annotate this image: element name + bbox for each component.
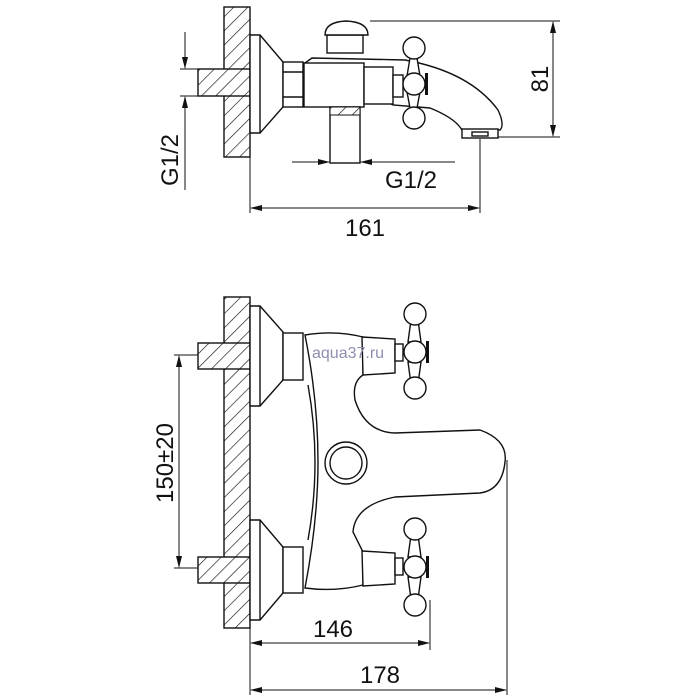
mixer-body <box>304 332 506 591</box>
dimension-g12-inlet-label: G1/2 <box>157 134 184 186</box>
side-view: 81 G1/2 G1/2 161 <box>157 6 560 242</box>
lower-valve <box>361 517 429 617</box>
diverter-stem <box>326 34 364 54</box>
inlet-pipe <box>197 68 251 97</box>
front-view: aqua37.ru 150±20 146 178 <box>152 296 508 695</box>
wall-flange <box>249 34 284 134</box>
dimension-81: 81 <box>370 20 560 138</box>
upper-valve <box>361 302 429 400</box>
dimension-g12-outlet: G1/2 <box>292 159 455 194</box>
outlet-pipe <box>329 106 361 164</box>
dimension-150-label: 150±20 <box>152 423 179 503</box>
dimension-146: 146 <box>249 600 431 695</box>
dimension-146-label: 146 <box>313 616 353 643</box>
dimension-178-label: 178 <box>360 662 400 689</box>
dimension-g12-inlet: G1/2 <box>157 32 198 190</box>
dimension-161: 161 <box>249 139 481 242</box>
dimension-g12-outlet-label: G1/2 <box>385 167 437 194</box>
union-nut <box>282 61 304 108</box>
diverter-knob <box>324 20 369 36</box>
upper-inlet-pipe <box>197 342 251 370</box>
cross-handle <box>402 36 428 130</box>
dimension-150: 150±20 <box>152 354 198 569</box>
diverter-knob <box>324 441 368 485</box>
dimension-81-label: 81 <box>527 66 554 93</box>
dimension-178: 178 <box>250 460 508 695</box>
lower-inlet-pipe <box>197 556 251 584</box>
watermark: aqua37.ru <box>312 345 384 362</box>
dimension-161-label: 161 <box>345 215 385 242</box>
mixer-body <box>303 62 365 108</box>
